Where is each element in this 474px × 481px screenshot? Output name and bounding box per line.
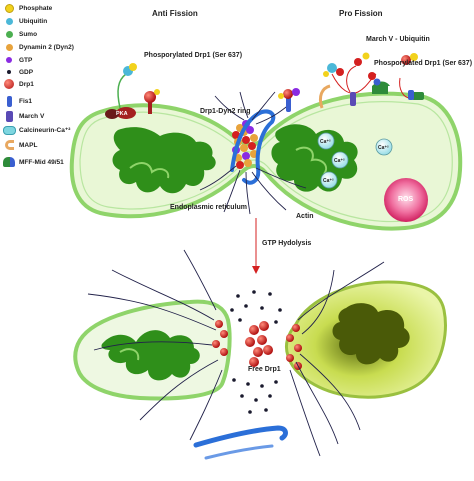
march-v-icon bbox=[2, 110, 16, 122]
march-v-ubiquitin-label: March V - Ubiquitin bbox=[366, 36, 430, 43]
bottom-left-mitochondrion bbox=[73, 299, 232, 401]
legend-item-mff-mid: MFF-Mid 49/51 bbox=[2, 156, 64, 168]
free-drp1-cluster bbox=[245, 321, 273, 367]
er-tubule-bottom bbox=[193, 425, 288, 460]
endoplasmic-reticulum-label: Endoplasmic reticulum bbox=[170, 204, 248, 211]
phosphorylated-drp1-left-label: Phosporylated Drp1 (Ser 637) bbox=[144, 52, 243, 59]
legend-label: Drp1 bbox=[19, 80, 34, 88]
gdp-dots bbox=[230, 290, 282, 414]
legend-item-dynamin2: Dynamin 2 (Dyn2) bbox=[2, 41, 74, 53]
legend-label: Sumo bbox=[19, 30, 38, 38]
fis1-icon bbox=[2, 95, 16, 107]
ca-label-1: Ca⁺² bbox=[320, 139, 331, 145]
gtp-icon bbox=[2, 54, 16, 66]
legend-item-march-v: March V bbox=[2, 110, 44, 122]
legend-item-ubiquitin: Ubiquitin bbox=[2, 15, 47, 27]
free-drp1-label: Free Drp1 bbox=[248, 366, 281, 373]
actin-label: Actin bbox=[296, 213, 314, 220]
bottom-right-cristae bbox=[332, 303, 410, 365]
actin-filaments-top bbox=[199, 91, 307, 215]
pro-fission-heading: Pro Fission bbox=[339, 9, 383, 18]
pka-complex bbox=[105, 63, 160, 119]
bottom-right-mitochondrion bbox=[284, 280, 447, 399]
legend-item-drp1: Drp1 bbox=[2, 78, 34, 90]
anti-fission-heading: Anti Fission bbox=[152, 9, 198, 18]
legend-item-calcineurin: Calcineurin-Ca⁺² bbox=[2, 124, 70, 136]
ca-label-3: Ca⁺² bbox=[334, 158, 345, 164]
sumo-icon bbox=[2, 28, 16, 40]
gtp-hydrolysis-arrow bbox=[252, 218, 260, 274]
phosphorylated-drp1-right-label: Phosporylated Drp1 (Ser 637) bbox=[374, 60, 473, 67]
phosphate-icon bbox=[2, 2, 16, 14]
top-mitochondrion bbox=[69, 91, 463, 231]
gtp-hydrolysis-label: GTP Hydolysis bbox=[262, 240, 312, 247]
legend-label: GDP bbox=[19, 68, 34, 76]
ros-label: ROS bbox=[398, 196, 414, 203]
ca-label-2: Ca⁺² bbox=[378, 145, 389, 151]
pka-label: PKA bbox=[116, 111, 128, 117]
bottom-left-cristae bbox=[101, 330, 200, 381]
dynamin2-icon bbox=[2, 41, 16, 53]
legend-item-fis1: Fis1 bbox=[2, 95, 32, 107]
ca-bubble-3 bbox=[331, 151, 349, 169]
legend-label: Dynamin 2 (Dyn2) bbox=[19, 43, 74, 51]
calcineurin-icon bbox=[2, 124, 16, 136]
legend-item-mapl: MAPL bbox=[2, 139, 37, 151]
legend-label: Ubiquitin bbox=[19, 17, 48, 25]
legend-label: MFF-Mid 49/51 bbox=[19, 158, 64, 166]
ca-bubble-2 bbox=[375, 138, 393, 156]
legend-label: GTP bbox=[19, 56, 33, 64]
drp1-dyn2-ring-label: Drp1-Dyn2 ring bbox=[200, 108, 251, 115]
legend-item-phosphate: Phosphate bbox=[2, 2, 52, 14]
top-left-cristae bbox=[112, 127, 216, 194]
legend-item-gdp: GDP bbox=[2, 66, 33, 78]
mff-mid-icon bbox=[2, 156, 16, 168]
gdp-icon bbox=[2, 66, 16, 78]
mapl-icon bbox=[2, 139, 16, 151]
ca-bubble-1 bbox=[317, 132, 335, 150]
actin-filaments-bottom bbox=[87, 249, 385, 457]
top-right-cristae bbox=[271, 124, 358, 192]
legend-item-sumo: Sumo bbox=[2, 28, 37, 40]
pro-fission-complexes bbox=[278, 52, 424, 112]
drp1-icon bbox=[2, 78, 16, 90]
ca-bubble-4 bbox=[320, 171, 338, 189]
er-tubule-top bbox=[230, 109, 276, 185]
legend-item-gtp: GTP bbox=[2, 54, 32, 66]
ca-label-4: Ca⁺² bbox=[323, 178, 334, 184]
legend-label: Phosphate bbox=[19, 4, 53, 12]
legend-label: March V bbox=[19, 112, 45, 120]
ubiquitin-icon bbox=[2, 15, 16, 27]
legend-label: Calcineurin-Ca⁺² bbox=[19, 127, 71, 134]
legend-label: Fis1 bbox=[19, 97, 33, 105]
legend-label: MAPL bbox=[19, 141, 38, 149]
ros-circle bbox=[384, 178, 428, 222]
